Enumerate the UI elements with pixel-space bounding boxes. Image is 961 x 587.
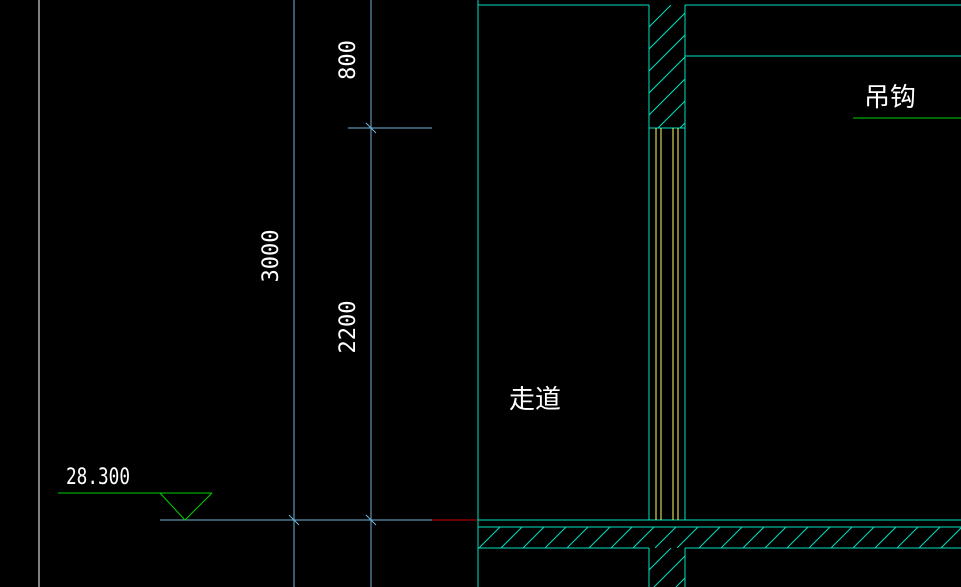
dimension-text-total: 3000 <box>259 230 284 283</box>
hatch-line <box>653 555 685 587</box>
hatch-line <box>940 527 961 548</box>
elevation-value: 28.300 <box>66 465 130 490</box>
dimension-text-upper: 800 <box>336 40 361 80</box>
wall-outlines <box>477 0 961 587</box>
hatch-line <box>702 5 825 128</box>
hatch-line <box>632 527 655 548</box>
hatch-line <box>500 527 523 548</box>
hatch-line <box>786 527 809 548</box>
slab-hatch <box>478 527 961 548</box>
hatch-line <box>610 527 633 548</box>
hatch-line <box>874 527 897 548</box>
hatch-line <box>742 527 765 548</box>
elevation-triangle <box>159 492 213 521</box>
hatch-line <box>649 56 685 94</box>
hatch-line <box>679 122 685 128</box>
hatch-line <box>649 548 672 571</box>
hook-label: 吊钩 <box>864 83 916 113</box>
hatch-line <box>830 527 853 548</box>
hatch-line <box>544 527 567 548</box>
hatch-line <box>649 12 685 50</box>
hatch-line <box>676 527 699 548</box>
hatch-line <box>657 100 685 128</box>
hatch-line <box>478 527 501 548</box>
hatch-line <box>649 78 685 116</box>
dimension-lines <box>160 0 432 587</box>
dimension-tick <box>365 514 377 526</box>
window-lines <box>655 128 679 520</box>
hatch-line <box>918 527 941 548</box>
elevation-symbol <box>58 492 213 521</box>
hatch-line <box>478 527 479 528</box>
hatch-line <box>654 527 677 548</box>
dimension-tick <box>365 122 377 134</box>
hatch-line <box>852 527 875 548</box>
dimension-tick <box>288 514 300 526</box>
hatch-line <box>698 527 721 548</box>
hatch-line <box>808 527 831 548</box>
hatch-line <box>588 527 611 548</box>
lower-column-hatch <box>649 548 737 587</box>
hatch-line <box>720 527 743 548</box>
hatch-line <box>566 527 589 548</box>
corridor-label: 走道 <box>509 385 561 415</box>
hatch-line <box>649 548 650 549</box>
hatch-line <box>649 5 672 28</box>
hatch-line <box>896 527 919 548</box>
column-hatch <box>649 5 825 128</box>
hatch-line <box>649 34 685 72</box>
hatch-line <box>764 527 787 548</box>
hatch-line <box>675 577 685 587</box>
hatch-line <box>649 5 650 6</box>
hatch-line <box>698 548 737 587</box>
hatch-line <box>522 527 545 548</box>
dimension-text-lower: 2200 <box>336 301 361 354</box>
